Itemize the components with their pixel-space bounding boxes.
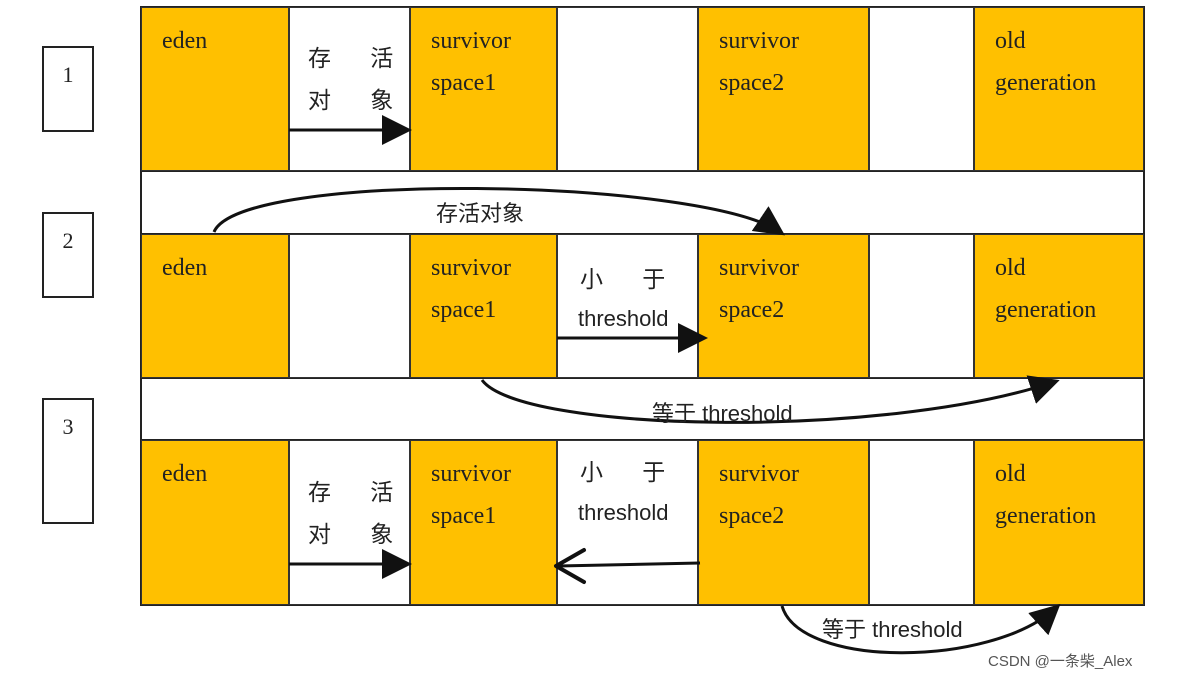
row-3-survivor-objects-label: 存 活 对 象 bbox=[308, 480, 410, 548]
row-1-survivor1-label: survivor space1 bbox=[431, 28, 511, 96]
row-3-old-label: old generation bbox=[995, 461, 1097, 529]
row-2-old-label: old generation bbox=[995, 255, 1097, 323]
row-3-eden: eden bbox=[141, 440, 289, 605]
row-2-survivor-space1: survivor space1 bbox=[410, 234, 557, 378]
row-2-gap-1 bbox=[289, 234, 410, 378]
row-1-survivor2-label: survivor space2 bbox=[719, 28, 799, 96]
row-3-threshold-label: threshold bbox=[578, 500, 669, 525]
row-3-gap-3 bbox=[869, 440, 974, 605]
step-1-label: 1 bbox=[62, 62, 74, 87]
row-2-eden: eden bbox=[141, 234, 289, 378]
row-3-survivor-space1: survivor space1 bbox=[410, 440, 557, 605]
bottom-equal-threshold-label: 等于 threshold bbox=[822, 617, 963, 642]
row-3-survivor1-label: survivor space1 bbox=[431, 461, 511, 529]
step-3-label: 3 bbox=[62, 414, 74, 439]
row-3-survivor2-label: survivor space2 bbox=[719, 461, 799, 529]
row-2-less-than-label: 小 于 bbox=[580, 267, 682, 293]
row-2-survivor2-label: survivor space2 bbox=[719, 255, 799, 323]
step-2-box: 2 bbox=[42, 212, 94, 298]
row-1-old-label: old generation bbox=[995, 28, 1097, 96]
row-1-gap-3 bbox=[869, 7, 974, 171]
row-3-less-than-label: 小 于 bbox=[580, 460, 682, 486]
row-2-eden-label: eden bbox=[162, 255, 208, 281]
band-1-survivor-objects-label: 存活对象 bbox=[436, 202, 525, 227]
row-1-old-generation: old generation bbox=[974, 7, 1144, 171]
step-2-label: 2 bbox=[62, 228, 74, 253]
row-3-eden-label: eden bbox=[162, 461, 208, 487]
row-2-gap-2 bbox=[557, 234, 698, 378]
row-2-old-generation: old generation bbox=[974, 234, 1144, 378]
band-1-2 bbox=[140, 172, 1145, 234]
row-1-survivor-objects-label: 存 活 对 象 bbox=[308, 46, 410, 114]
watermark: CSDN @一条柴_Alex bbox=[988, 653, 1133, 670]
row-2-gap-3 bbox=[869, 234, 974, 378]
step-3-box: 3 bbox=[42, 398, 94, 524]
band-2-equal-threshold-label: 等于 threshold bbox=[652, 401, 793, 426]
row-1-survivor-space1: survivor space1 bbox=[410, 7, 557, 171]
row-3-old-generation: old generation bbox=[974, 440, 1144, 605]
row-2-survivor1-label: survivor space1 bbox=[431, 255, 511, 323]
row-2-survivor-space2: survivor space2 bbox=[698, 234, 869, 378]
row-3-survivor-space2: survivor space2 bbox=[698, 440, 869, 605]
row-1-survivor-space2: survivor space2 bbox=[698, 7, 869, 171]
step-1-box: 1 bbox=[42, 46, 94, 132]
row-1-eden-label: eden bbox=[162, 28, 208, 54]
row-2-threshold-label: threshold bbox=[578, 306, 669, 331]
band-2-3 bbox=[140, 378, 1145, 440]
row-1-eden: eden bbox=[141, 7, 289, 171]
row-1-gap-2 bbox=[557, 7, 698, 171]
